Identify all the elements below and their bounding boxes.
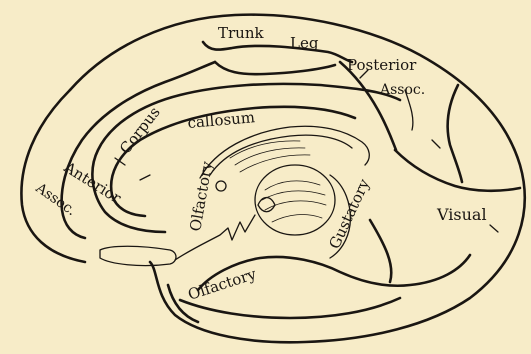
label-callosum: callosum xyxy=(187,108,256,132)
temporal-middle-line xyxy=(180,298,400,318)
hemisphere-outline xyxy=(70,15,525,343)
corpus-callosum-body xyxy=(200,126,369,178)
sulcus-tick-4 xyxy=(432,140,440,148)
olfactory-bulb xyxy=(100,246,176,265)
fornix-hatch-2 xyxy=(235,148,305,165)
thalamus-hatch-4 xyxy=(272,215,322,222)
paracentral-lower-line xyxy=(215,62,335,74)
thalamus xyxy=(255,165,335,235)
label-trunk: Trunk xyxy=(218,24,264,42)
thalamus-hatch-2 xyxy=(262,191,325,200)
label-posterior: Posterior xyxy=(347,56,417,74)
label-assoc-posterior: Assoc. xyxy=(379,82,425,98)
label-olfactory-upper: Olfactory xyxy=(186,159,216,232)
posterior-boundary-line xyxy=(340,62,396,150)
label-leg: Leg xyxy=(290,34,319,52)
hippocampal-line xyxy=(370,220,391,282)
thalamus-hatch-1 xyxy=(265,181,320,190)
anterior-commissure xyxy=(216,181,226,191)
sulcus-tick-2 xyxy=(140,175,150,180)
parieto-occipital-sulcus xyxy=(448,85,462,182)
sulcus-tick-5 xyxy=(490,225,498,232)
label-visual: Visual xyxy=(436,205,487,224)
label-assoc-anterior: Assoc. xyxy=(32,180,79,220)
thalamus-core xyxy=(258,197,275,211)
paracentral-lobule-line xyxy=(203,42,352,62)
